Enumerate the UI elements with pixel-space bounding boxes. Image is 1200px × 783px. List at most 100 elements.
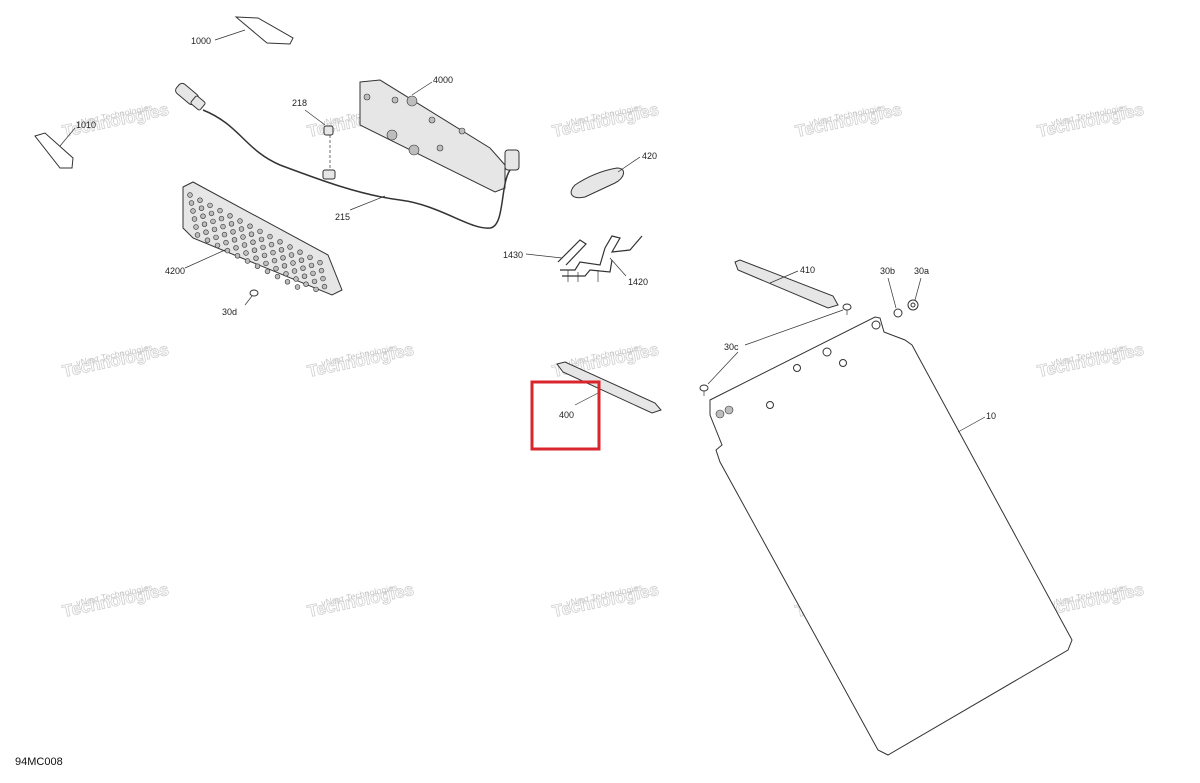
perforation-dot bbox=[270, 249, 276, 256]
label-10: 10 bbox=[986, 411, 996, 421]
perforation-dot bbox=[191, 216, 198, 222]
perforation-dot bbox=[300, 265, 306, 271]
perforation-dot bbox=[237, 218, 243, 224]
perforation-dot bbox=[298, 257, 305, 263]
perforation-dot bbox=[188, 200, 195, 206]
perforation-dot bbox=[214, 242, 221, 249]
label-1000: 1000 bbox=[191, 36, 211, 46]
perforation-dot bbox=[220, 223, 226, 230]
part-1000-decal[interactable] bbox=[214, 16, 294, 45]
part-215-harness[interactable] bbox=[174, 82, 520, 229]
perforation-dot bbox=[280, 255, 286, 261]
perforation-dot bbox=[308, 262, 315, 269]
perforation-dot bbox=[283, 271, 289, 277]
perforation-dot bbox=[260, 244, 266, 251]
perforation-dot bbox=[263, 260, 269, 267]
perforation-dot bbox=[267, 233, 273, 240]
perforation-dot bbox=[243, 250, 249, 256]
part-10-mudflap[interactable] bbox=[709, 316, 1073, 756]
perforation-dot bbox=[240, 234, 246, 240]
perforation-dot bbox=[268, 241, 275, 248]
label-215: 215 bbox=[335, 212, 350, 222]
perforation-dot bbox=[210, 218, 216, 225]
label-420: 420 bbox=[642, 151, 657, 161]
perforation-dot bbox=[254, 263, 261, 269]
perforation-dot bbox=[244, 258, 251, 264]
part-1430-pin[interactable] bbox=[525, 239, 587, 266]
perforation-dot bbox=[187, 192, 193, 198]
perforation-dot bbox=[281, 263, 288, 269]
perforation-dot bbox=[204, 237, 211, 243]
perforation-dot bbox=[320, 275, 326, 282]
perforation-dot bbox=[198, 205, 205, 211]
perforation-dot bbox=[231, 237, 238, 243]
perforation-dot bbox=[291, 268, 298, 274]
perforation-dot bbox=[224, 247, 231, 254]
perforation-dot bbox=[303, 281, 309, 287]
part-30c-screw[interactable] bbox=[699, 303, 852, 396]
part-1010-decal[interactable] bbox=[34, 127, 76, 169]
perforation-dot bbox=[317, 259, 323, 266]
perforation-dot bbox=[223, 239, 229, 246]
label-4000: 4000 bbox=[433, 75, 453, 85]
perforation-dot bbox=[228, 221, 235, 227]
perforation-dot bbox=[190, 208, 196, 214]
perforation-dot bbox=[284, 279, 291, 285]
part-4000-bracket[interactable] bbox=[359, 79, 506, 193]
part-218-clip[interactable] bbox=[304, 109, 334, 136]
perforation-dot bbox=[247, 223, 253, 229]
perforation-dot bbox=[234, 253, 241, 259]
perforation-dot bbox=[294, 284, 301, 290]
perforation-dot bbox=[217, 207, 223, 214]
perforation-dot bbox=[248, 231, 255, 237]
part-1420-clamp[interactable] bbox=[560, 235, 643, 282]
label-30b: 30b bbox=[880, 266, 895, 276]
perforation-dot bbox=[211, 226, 218, 233]
perforation-dot bbox=[227, 213, 233, 219]
part-4200-panel[interactable] bbox=[182, 181, 343, 296]
perforation-dot bbox=[194, 232, 201, 238]
perforation-dot bbox=[288, 252, 295, 258]
perforation-dot bbox=[257, 228, 263, 235]
part-420-grip[interactable] bbox=[570, 156, 641, 199]
label-1010: 1010 bbox=[76, 120, 96, 130]
part-30a-nut[interactable] bbox=[907, 277, 922, 311]
label-400: 400 bbox=[559, 410, 574, 420]
perforation-dot bbox=[241, 242, 248, 248]
perforation-dot bbox=[271, 257, 278, 264]
part-30b-washer[interactable] bbox=[887, 277, 903, 318]
perforation-dot bbox=[200, 213, 206, 219]
perforation-dot bbox=[233, 245, 239, 251]
perforation-dot bbox=[307, 254, 313, 261]
perforation-dot bbox=[207, 202, 213, 209]
label-1430: 1430 bbox=[503, 250, 523, 260]
perforation-dot bbox=[197, 197, 203, 203]
perforation-dot bbox=[208, 210, 215, 217]
perforation-dot bbox=[297, 249, 303, 255]
perforation-dot bbox=[278, 247, 285, 253]
perforation-dot bbox=[287, 244, 293, 250]
part-400-strip[interactable] bbox=[556, 361, 662, 414]
label-218: 218 bbox=[292, 98, 307, 108]
label-4200: 4200 bbox=[165, 266, 185, 276]
perforation-dot bbox=[311, 278, 318, 285]
perforation-dot bbox=[203, 229, 209, 235]
part-410-strip[interactable] bbox=[734, 259, 839, 309]
perforation-dot bbox=[301, 273, 308, 279]
label-30c: 30c bbox=[724, 342, 739, 352]
part-30d-screw[interactable] bbox=[244, 289, 259, 306]
perforation-dot bbox=[250, 239, 256, 245]
perforation-dot bbox=[221, 231, 228, 238]
perforation-dot bbox=[253, 255, 259, 261]
perforation-dot bbox=[251, 247, 258, 253]
perforation-dot bbox=[230, 229, 236, 235]
perforation-dot bbox=[258, 236, 265, 243]
perforation-dot bbox=[201, 221, 208, 227]
